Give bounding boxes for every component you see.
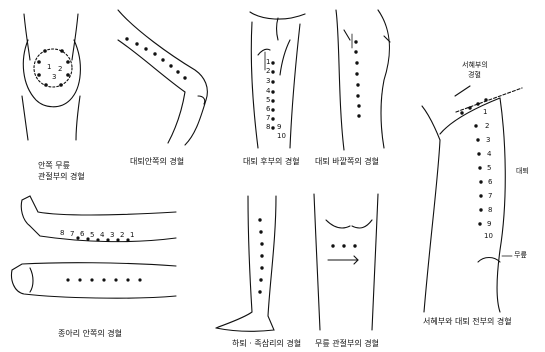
front-point-number-10: 10 bbox=[484, 233, 493, 240]
knee-joint-caption: 무릎 관절부의 경혈 bbox=[315, 340, 379, 348]
calf-point-number-1: 1 bbox=[130, 232, 134, 239]
knee-caption-line2: 관절부의 경혈 bbox=[38, 173, 85, 181]
knee-points bbox=[37, 49, 70, 87]
calf-points bbox=[66, 236, 141, 281]
rear-thigh-points bbox=[271, 61, 274, 129]
groin-label-2: 경혈 bbox=[468, 72, 481, 79]
front-point-number-9: 9 bbox=[487, 221, 491, 228]
rear-point-number-7: 7 bbox=[266, 115, 270, 122]
rear-point-number-9: 9 bbox=[277, 124, 281, 131]
calf-point-number-3: 3 bbox=[110, 232, 114, 239]
rear-point-number-3: 3 bbox=[266, 78, 270, 85]
inner-thigh-caption: 대퇴안쪽의 경혈 bbox=[130, 158, 184, 166]
rear-point-number-1: 1 bbox=[266, 59, 270, 66]
calf-point-number-4: 4 bbox=[100, 232, 104, 239]
rear-thigh-caption: 대퇴 후부의 경혈 bbox=[243, 158, 300, 166]
calf-point-number-7: 7 bbox=[70, 231, 74, 238]
lower-leg-points bbox=[258, 218, 263, 293]
knee-joint-points bbox=[331, 244, 356, 247]
knee-label: 무릎 bbox=[514, 252, 527, 259]
rear-point-number-6: 6 bbox=[266, 106, 270, 113]
outer-thigh-caption: 대퇴 바깥쪽의 경혈 bbox=[315, 158, 379, 166]
thigh-label: 대퇴 bbox=[516, 168, 529, 175]
front-point-number-8: 8 bbox=[488, 207, 492, 214]
knee-point-number-2: 2 bbox=[58, 66, 62, 73]
front-point-number-7: 7 bbox=[488, 193, 492, 200]
front-thigh-caption: 서혜부와 대퇴 전부의 경혈 bbox=[423, 318, 512, 326]
groin-label: 서혜부의 bbox=[462, 62, 488, 69]
inner-thigh-figure bbox=[118, 10, 207, 145]
calf-caption: 종아리 안쪽의 경혈 bbox=[58, 330, 122, 338]
outer-thigh-figure bbox=[336, 10, 390, 150]
calf-point-number-2: 2 bbox=[120, 232, 124, 239]
knee-joint-figure bbox=[314, 194, 378, 330]
rear-point-number-5: 5 bbox=[266, 97, 270, 104]
front-thigh-points bbox=[474, 124, 482, 225]
calf-figure bbox=[12, 196, 177, 298]
front-point-number-5: 5 bbox=[487, 165, 491, 172]
knee-point-number-1: 1 bbox=[47, 64, 51, 71]
groin-arrow bbox=[455, 86, 470, 96]
front-point-number-6: 6 bbox=[488, 179, 492, 186]
rear-point-number-8: 8 bbox=[266, 124, 270, 131]
front-point-number-1: 1 bbox=[483, 109, 487, 116]
rear-point-number-4: 4 bbox=[266, 88, 270, 95]
calf-point-number-5: 5 bbox=[90, 232, 94, 239]
calf-point-number-6: 6 bbox=[80, 231, 84, 238]
lower-leg-caption: 하퇴 · 족삼리의 경혈 bbox=[232, 340, 301, 348]
front-thigh-figure bbox=[422, 88, 522, 312]
front-point-number-4: 4 bbox=[487, 151, 491, 158]
knee-caption-line1: 안쪽 무릎 bbox=[38, 162, 70, 170]
rear-point-number-10: 10 bbox=[277, 133, 286, 140]
outer-thigh-points bbox=[354, 40, 360, 117]
front-point-number-2: 2 bbox=[485, 123, 489, 130]
rear-point-number-2: 2 bbox=[266, 68, 270, 75]
knee-point-number-3: 3 bbox=[52, 74, 56, 81]
calf-point-number-8: 8 bbox=[60, 230, 64, 237]
lower-leg-figure bbox=[216, 196, 276, 331]
front-point-number-3: 3 bbox=[486, 137, 490, 144]
